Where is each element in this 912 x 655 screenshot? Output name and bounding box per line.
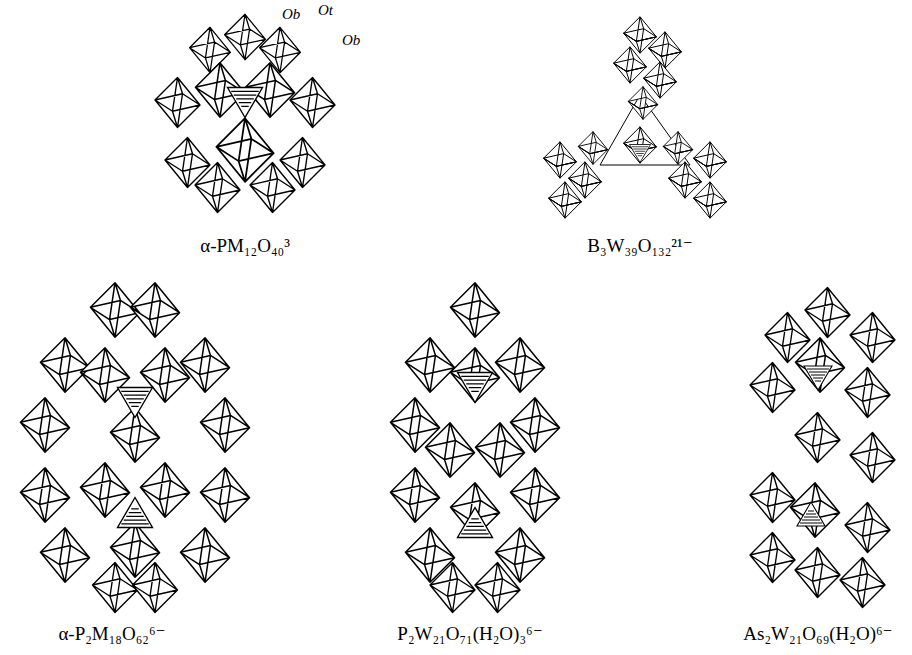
oxygen-label: Ob [282,6,300,23]
trimer-cluster [544,17,727,218]
dawson-cluster [20,283,249,613]
formula-caption: As₂W₂₁O₆₉(H₂O)⁶⁻ [743,624,892,645]
formula-caption: α-P₂M₁₈O₆₂⁶⁻ [58,624,165,645]
keggin-cluster [155,14,335,212]
oxygen-label: Ot [318,2,333,19]
formula-caption: α-PM₁₂O₄₀³ [200,236,290,257]
p2w21-cluster [390,283,559,613]
oxygen-label: Ob [342,32,360,49]
formula-caption: P₂W₂₁O₇₁(H₂O)₃⁶⁻ [397,624,542,645]
as2w21-cluster [750,288,895,608]
formula-caption: B₃W₃₉O₁₃₂²¹⁻ [587,236,693,257]
